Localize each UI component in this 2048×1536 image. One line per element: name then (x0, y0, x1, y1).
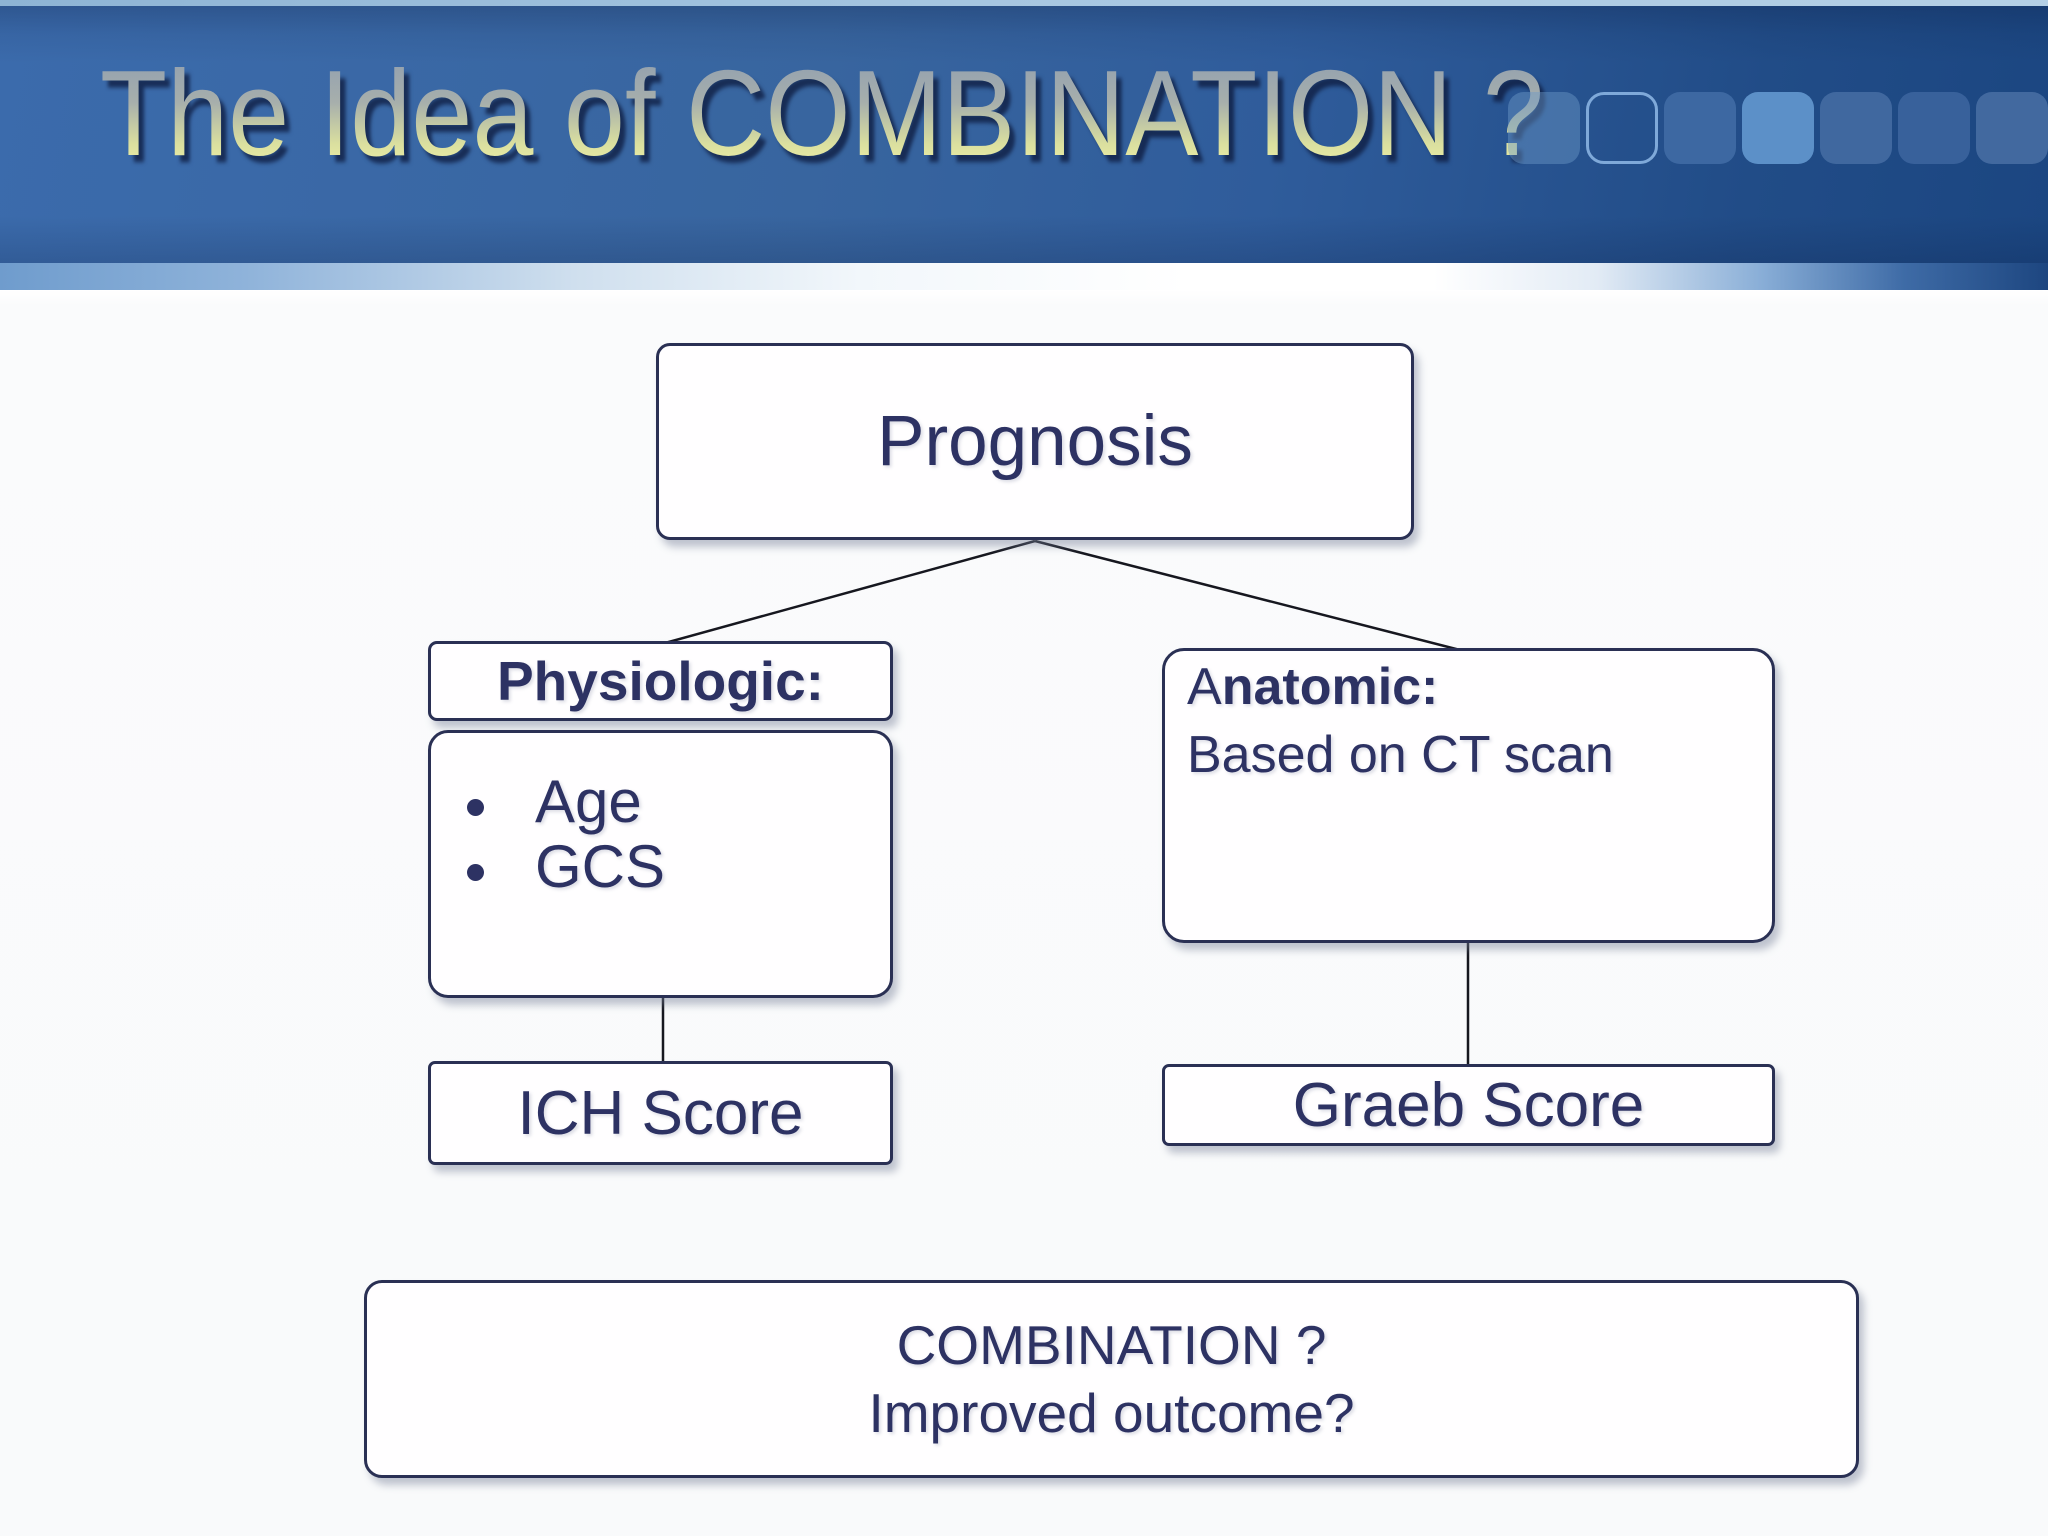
anatomic-prefix: A (1187, 658, 1222, 716)
ich-score-box: ICH Score (428, 1061, 893, 1165)
bullet-dot (467, 864, 484, 881)
prognosis-label: Prognosis (877, 402, 1193, 481)
progress-square (1664, 92, 1736, 164)
combination-box: COMBINATION ? Improved outcome? (364, 1280, 1859, 1478)
banner-accent-strip (0, 263, 2048, 306)
anatomic-box: Anatomic: Based on CT scan (1162, 648, 1775, 943)
anatomic-header-line: Anatomic: (1187, 653, 1754, 721)
progress-square (1586, 92, 1658, 164)
physiologic-header-box: Physiologic: (428, 641, 893, 721)
combination-line2: Improved outcome? (868, 1382, 1355, 1444)
bullet-item-age: Age (431, 769, 890, 834)
progress-square (1820, 92, 1892, 164)
physiologic-label: Physiologic: (497, 650, 824, 712)
combination-line1: COMBINATION ? (896, 1314, 1327, 1376)
bullet-item-gcs: GCS (431, 834, 890, 899)
anatomic-label: natomic: (1221, 658, 1439, 716)
slide-title: The Idea of COMBINATION ? (100, 45, 1545, 181)
bullet-label: Age (535, 768, 642, 835)
physiologic-bullet-list: Age GCS (431, 769, 890, 899)
prognosis-box: Prognosis (656, 343, 1414, 540)
progress-square (1508, 92, 1580, 164)
connector-prognosis-physiologic (664, 539, 1036, 645)
graeb-score-box: Graeb Score (1162, 1064, 1775, 1146)
progress-square (1742, 92, 1814, 164)
anatomic-subtitle: Based on CT scan (1187, 726, 1614, 784)
title-banner: The Idea of COMBINATION ? (0, 0, 2048, 263)
graeb-score-label: Graeb Score (1292, 1070, 1645, 1140)
ich-score-label: ICH Score (517, 1078, 804, 1148)
progress-squares (1508, 92, 2048, 164)
progress-square (1898, 92, 1970, 164)
physiologic-body-box: Age GCS (428, 730, 893, 998)
bullet-dot (467, 799, 484, 816)
bullet-label: GCS (535, 833, 666, 900)
connector-prognosis-anatomic (1034, 539, 1461, 652)
progress-square (1976, 92, 2048, 164)
